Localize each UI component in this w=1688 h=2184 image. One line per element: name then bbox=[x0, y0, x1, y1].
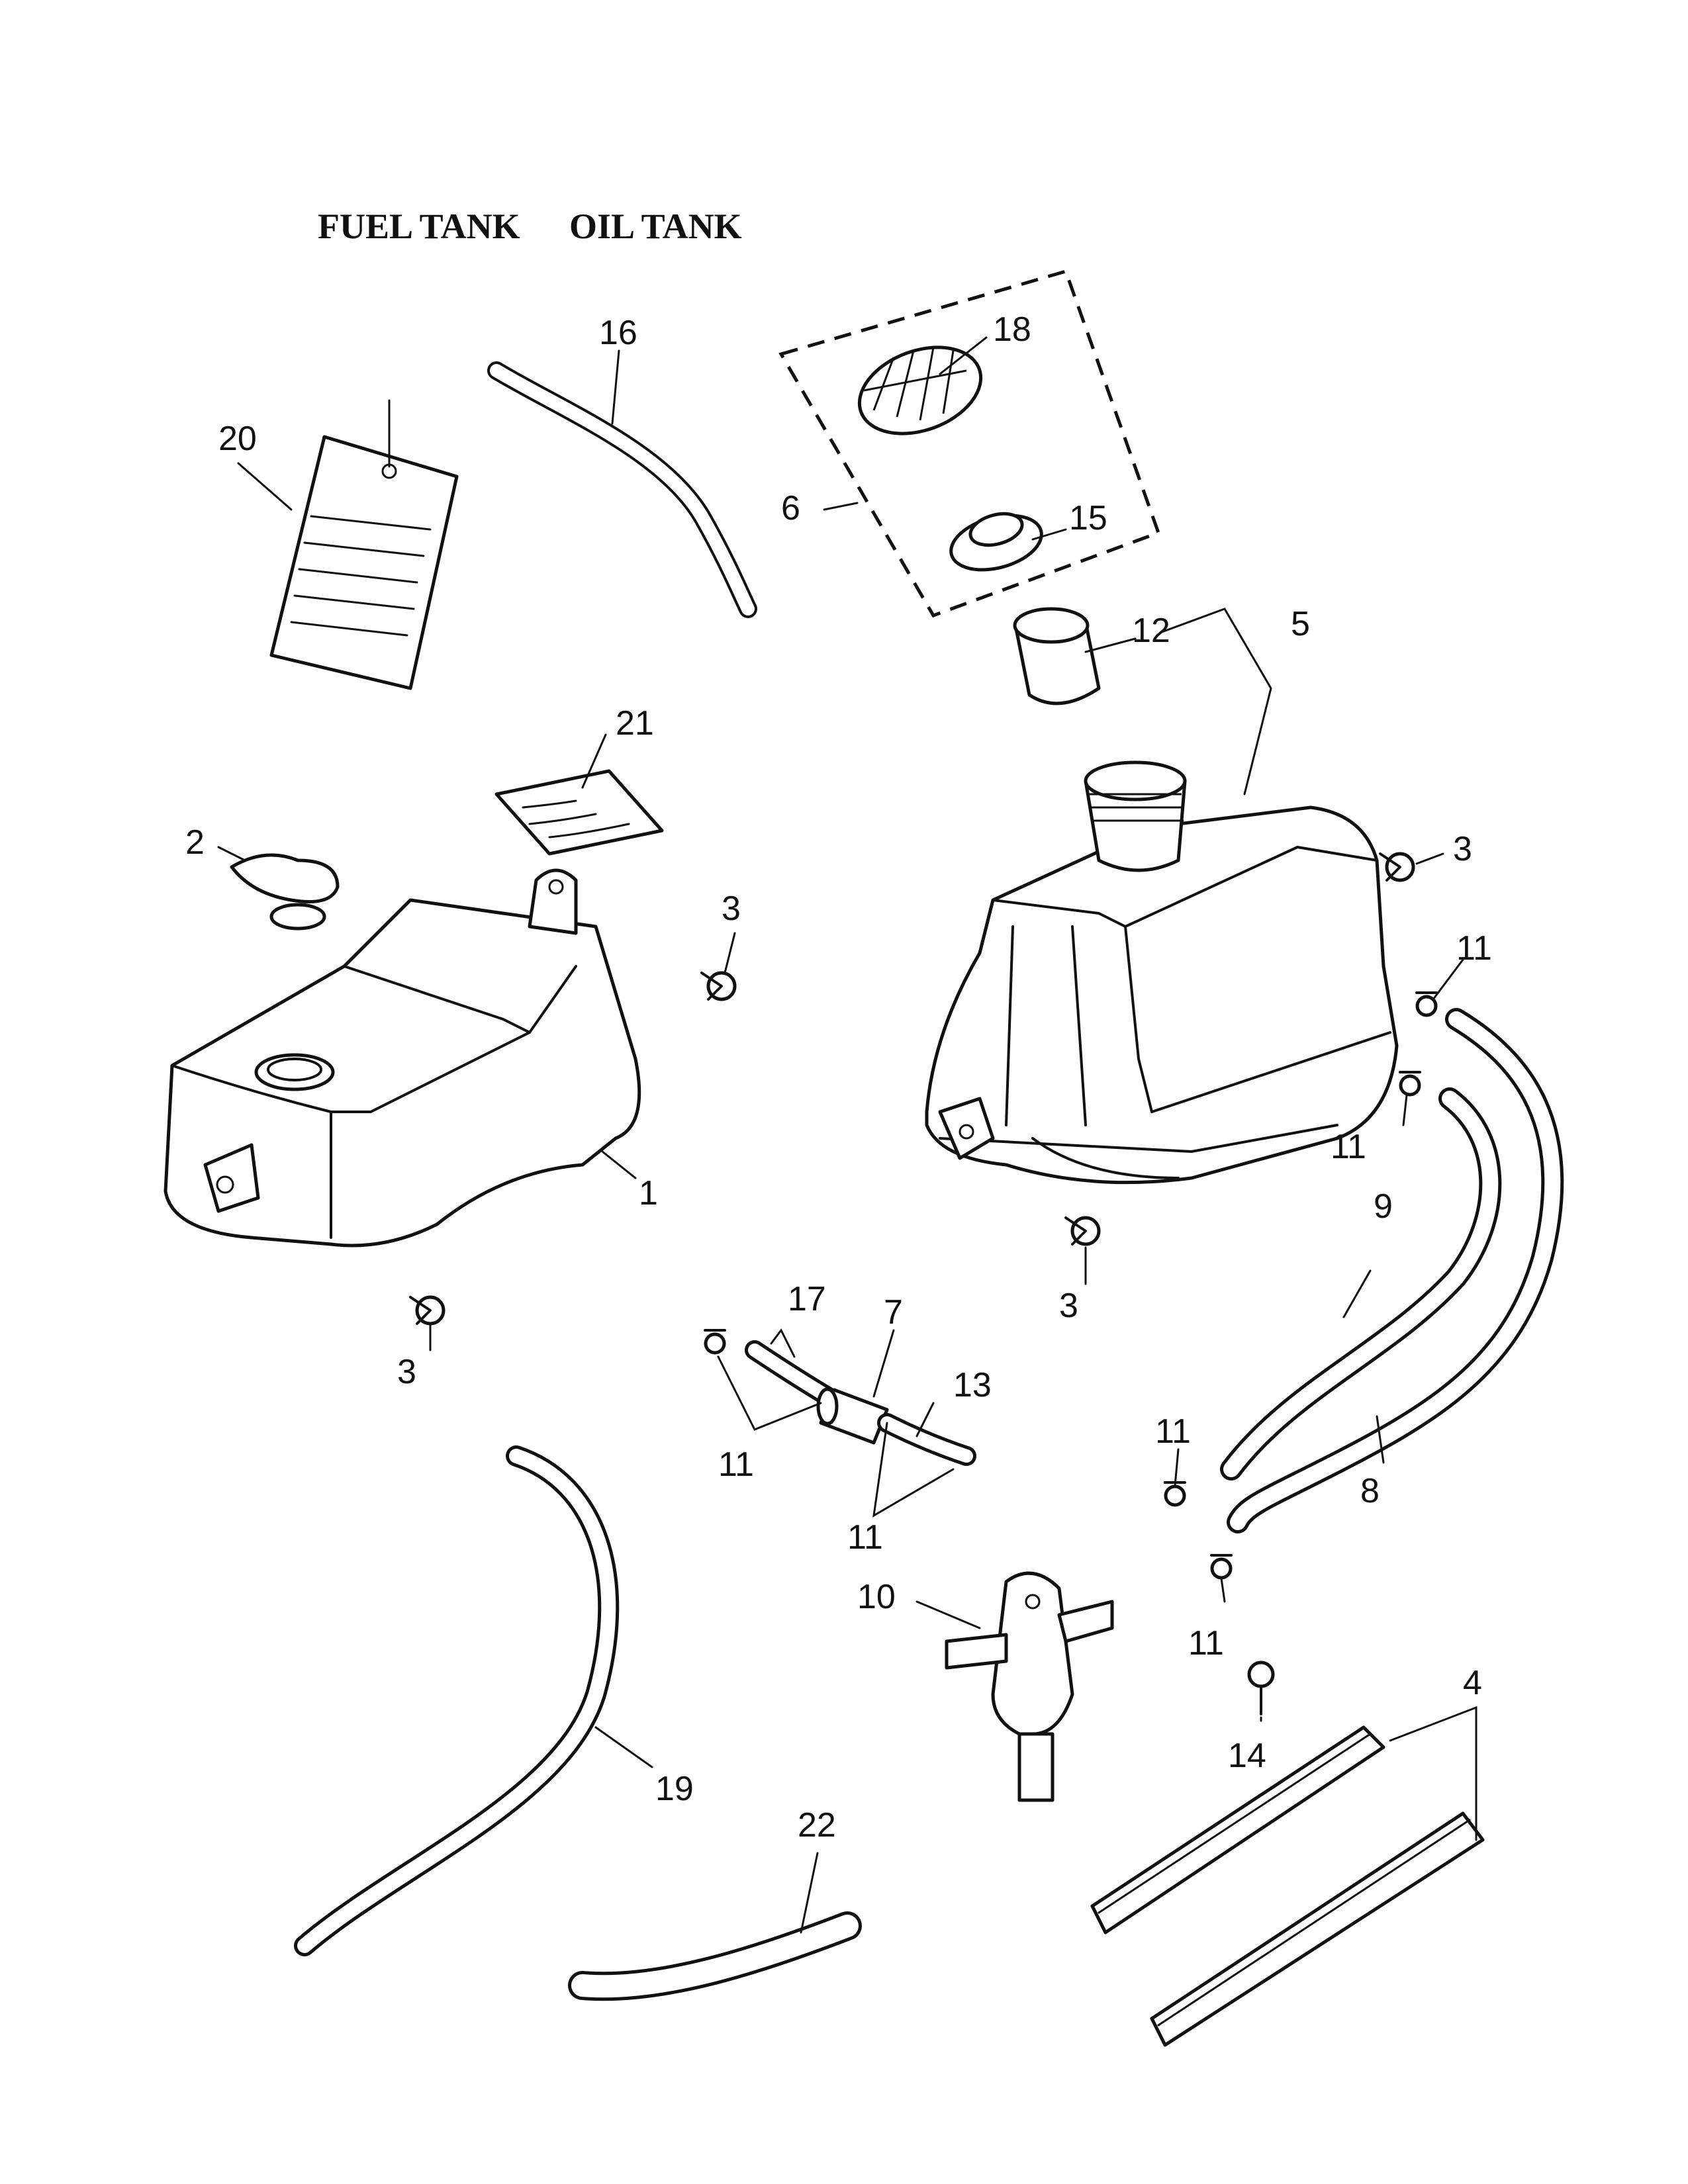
part-4-strip-a bbox=[1090, 1725, 1385, 1934]
title-oil-tank: OIL TANK bbox=[569, 206, 742, 246]
part-5-fuel-tank bbox=[925, 760, 1399, 1185]
callout-6: 6 bbox=[781, 489, 800, 527]
part-20-label-card bbox=[269, 399, 459, 690]
callout-11-right-top: 11 bbox=[1456, 929, 1492, 968]
part-7-fuel-filter bbox=[816, 1387, 889, 1445]
callout-3-left: 3 bbox=[397, 1353, 416, 1391]
part-18-tank-cap bbox=[857, 345, 983, 435]
callout-5: 5 bbox=[1291, 605, 1310, 643]
callout-10: 10 bbox=[857, 1578, 896, 1616]
callout-3-lower: 3 bbox=[1059, 1287, 1078, 1325]
part-4-strip-b bbox=[1150, 1811, 1485, 2047]
part-14-screw bbox=[1247, 1661, 1275, 1715]
leader-lines bbox=[217, 336, 1477, 1934]
part-3-clip-c bbox=[1379, 852, 1415, 882]
title-fuel-tank: FUEL TANK bbox=[318, 206, 520, 246]
part-3-clip-d bbox=[1064, 1216, 1101, 1246]
callout-22: 22 bbox=[798, 1806, 836, 1844]
part-11-clip-d bbox=[1164, 1481, 1186, 1507]
callout-8: 8 bbox=[1360, 1472, 1380, 1510]
callout-2: 2 bbox=[185, 823, 205, 862]
part-19-hose bbox=[294, 1445, 620, 1956]
callout-14: 14 bbox=[1228, 1737, 1266, 1775]
callout-11-lower-a: 11 bbox=[1155, 1412, 1191, 1451]
callout-19: 19 bbox=[655, 1770, 694, 1808]
callout-11-right-mid: 11 bbox=[1331, 1128, 1366, 1166]
callout-20: 20 bbox=[218, 420, 257, 458]
callout-9: 9 bbox=[1374, 1187, 1393, 1226]
callout-12: 12 bbox=[1132, 612, 1170, 650]
callout-11-lower-b: 11 bbox=[1188, 1624, 1224, 1662]
callout-16: 16 bbox=[599, 314, 637, 352]
callout-3-right: 3 bbox=[1453, 830, 1472, 868]
callout-11-filter-right: 11 bbox=[847, 1518, 883, 1557]
part-21-sticker bbox=[494, 769, 664, 856]
part-15-gasket bbox=[949, 512, 1043, 572]
part-11-clip-c bbox=[704, 1329, 726, 1355]
callout-21: 21 bbox=[616, 704, 654, 743]
callout-3-mid: 3 bbox=[722, 889, 741, 928]
part-11-clip-e bbox=[1210, 1554, 1233, 1580]
part-2-oil-cap bbox=[230, 853, 340, 931]
part-12-filler-tube bbox=[1013, 607, 1101, 705]
callout-18: 18 bbox=[993, 310, 1031, 349]
part-11-clip-a bbox=[1415, 991, 1438, 1017]
part-11-clip-b bbox=[1399, 1071, 1421, 1097]
part-10-fuel-valve bbox=[945, 1571, 1114, 1802]
callout-4: 4 bbox=[1463, 1664, 1482, 1702]
part-1-oil-tank bbox=[164, 868, 641, 1248]
part-3-clip-a bbox=[700, 971, 737, 1001]
cap-assembly-group-box bbox=[778, 269, 1161, 618]
callout-15: 15 bbox=[1069, 499, 1107, 537]
callout-7: 7 bbox=[884, 1293, 903, 1332]
callout-1: 1 bbox=[639, 1174, 658, 1212]
callout-13: 13 bbox=[953, 1366, 992, 1404]
callout-17: 17 bbox=[788, 1280, 826, 1318]
part-3-clip-b bbox=[409, 1295, 445, 1326]
callout-11-filter-left: 11 bbox=[718, 1445, 754, 1484]
part-16-hose bbox=[487, 361, 757, 618]
